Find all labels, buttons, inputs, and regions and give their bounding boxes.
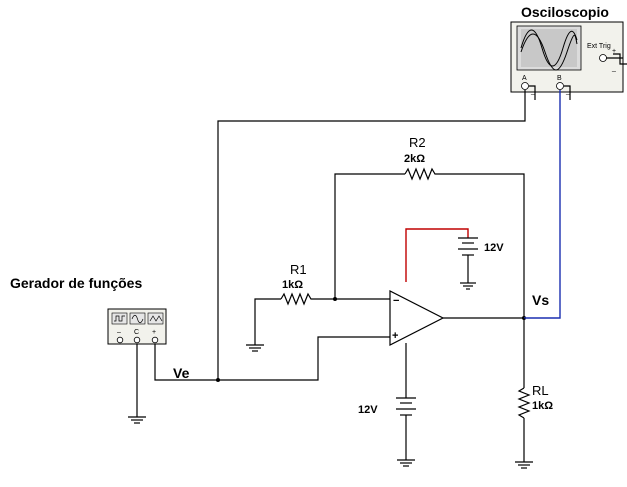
generator-common-terminal[interactable] (133, 336, 141, 344)
wire-channel-b (524, 90, 561, 319)
battery-bottom-value: 12V (358, 404, 378, 416)
r2-name: R2 (409, 135, 426, 150)
wire-feedback-right (437, 173, 525, 318)
oscilloscope[interactable]: Osciloscopio Ext Trig + _ A B _ _ (510, 4, 627, 100)
ground-top-battery (460, 282, 476, 290)
ext-trig-lead-2 (613, 53, 627, 65)
op-amp-triangle (389, 290, 445, 346)
resistor-rl[interactable]: RL 1kΩ (517, 383, 553, 419)
square-wave-button[interactable] (111, 312, 128, 325)
wire-r1-ground (254, 298, 281, 345)
rl-zigzag (517, 387, 531, 419)
ext-trig-plus: + (612, 48, 616, 55)
channel-b-terminal[interactable] (556, 82, 564, 90)
rl-value: 1kΩ (532, 400, 553, 412)
resistor-r2[interactable]: R2 2kΩ (404, 135, 437, 181)
ground-r1 (246, 344, 264, 352)
op-amp-plus-sign: + (392, 330, 398, 342)
square-wave-icon (114, 315, 125, 322)
wire-supply-top (405, 228, 469, 282)
generator-minus-label: – (117, 329, 121, 336)
sine-wave-icon (131, 314, 144, 324)
r1-name: R1 (290, 262, 307, 277)
op-amp[interactable]: − + (389, 290, 445, 346)
output-voltage-label: Vs (532, 292, 549, 308)
scope-trace-a (520, 29, 578, 67)
op-amp-minus-sign: − (393, 295, 399, 307)
ext-trig-label: Ext Trig (587, 43, 611, 50)
ground-generator (128, 416, 146, 424)
generator-plus-terminal[interactable] (151, 336, 159, 344)
ground-rl (515, 461, 533, 469)
channel-b-minus: _ (565, 88, 570, 95)
generator-plus-label: + (152, 329, 156, 336)
ground-bottom-battery (397, 459, 415, 467)
r1-value: 1kΩ (282, 279, 303, 291)
node-ve (216, 378, 220, 382)
channel-a-terminal[interactable] (521, 82, 529, 90)
battery-top-value: 12V (484, 242, 504, 254)
triangle-wave-icon (149, 315, 163, 322)
ext-trig-terminal[interactable] (599, 54, 607, 62)
channel-a-ground-lead (529, 85, 536, 100)
channel-a-minus: _ (530, 88, 535, 95)
input-voltage-label: Ve (173, 365, 190, 381)
battery-top[interactable]: 12V (458, 237, 504, 256)
channel-a-label: A (522, 75, 527, 82)
wire-feedback-left (334, 173, 405, 299)
generator-title: Gerador de funções (10, 275, 142, 291)
function-generator[interactable]: Gerador de funções – C + (10, 275, 167, 345)
r2-zigzag (404, 167, 437, 181)
wire-channel-a (217, 90, 526, 380)
channel-b-label: B (557, 75, 562, 82)
battery-bottom[interactable]: 12V (358, 397, 416, 416)
wire-input-plus (154, 336, 390, 381)
node-inverting (333, 297, 337, 301)
generator-common-label: C (134, 329, 139, 336)
resistor-r1[interactable]: R1 1kΩ (280, 262, 313, 306)
r1-zigzag (280, 292, 313, 306)
triangle-wave-button[interactable] (147, 312, 164, 325)
rl-name: RL (532, 383, 549, 398)
scope-trace-b (520, 33, 578, 71)
generator-minus-terminal[interactable] (116, 336, 124, 344)
r2-value: 2kΩ (404, 153, 425, 165)
oscilloscope-title: Osciloscopio (521, 4, 609, 20)
channel-b-ground-lead (564, 85, 571, 100)
ext-trig-minus: _ (611, 65, 616, 72)
